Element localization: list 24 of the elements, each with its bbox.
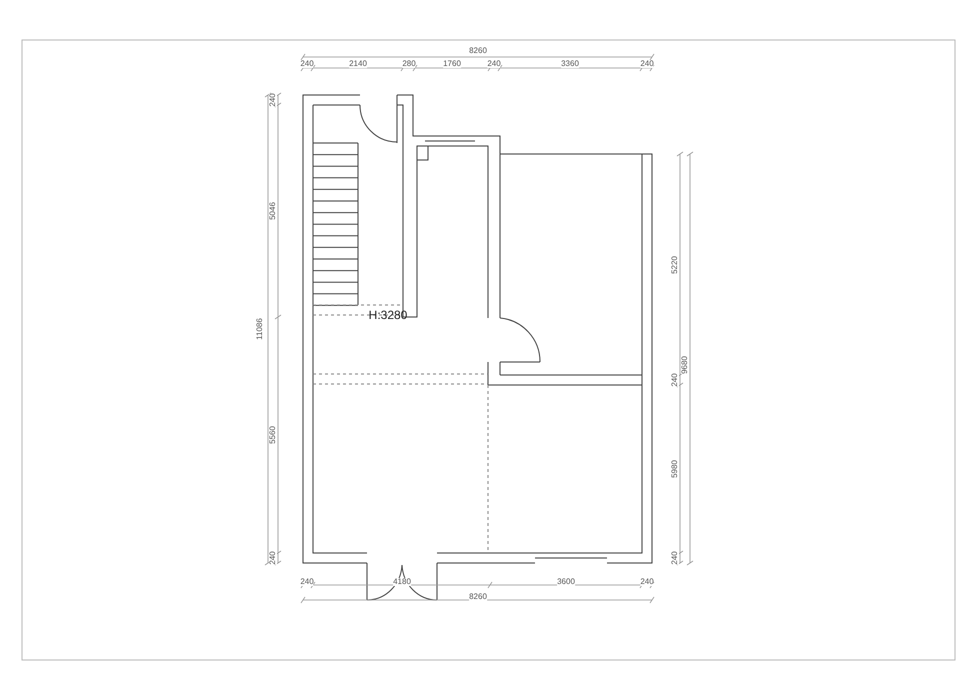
- dimension-label: 5560: [269, 426, 277, 444]
- dimension-label: 2140: [349, 60, 367, 68]
- dimension-label: 240: [671, 551, 679, 565]
- dimension-label: 240: [300, 578, 314, 586]
- dimension-label: 5046: [269, 202, 277, 220]
- dimension-label: 240: [671, 373, 679, 387]
- dimension-label: 4180: [393, 578, 411, 586]
- dimension-label: 9680: [681, 356, 689, 374]
- dimension-label: 240: [487, 60, 501, 68]
- dimension-label: 5980: [671, 460, 679, 478]
- dimension-label: 240: [300, 60, 314, 68]
- dimension-label: 1760: [443, 60, 461, 68]
- dimension-label: 8260: [469, 593, 487, 601]
- dimension-label: 3600: [557, 578, 575, 586]
- dimension-label: 8260: [469, 47, 487, 55]
- dimension-label: 5220: [671, 256, 679, 274]
- ceiling-height-label: H:3280: [368, 309, 408, 321]
- dimension-label: 11086: [256, 318, 264, 340]
- dimension-label: 240: [269, 551, 277, 565]
- dimension-label: 240: [640, 60, 654, 68]
- dimension-label: 240: [640, 578, 654, 586]
- dimension-label: 280: [402, 60, 416, 68]
- dimension-label: 3360: [561, 60, 579, 68]
- dimension-label: 240: [269, 93, 277, 107]
